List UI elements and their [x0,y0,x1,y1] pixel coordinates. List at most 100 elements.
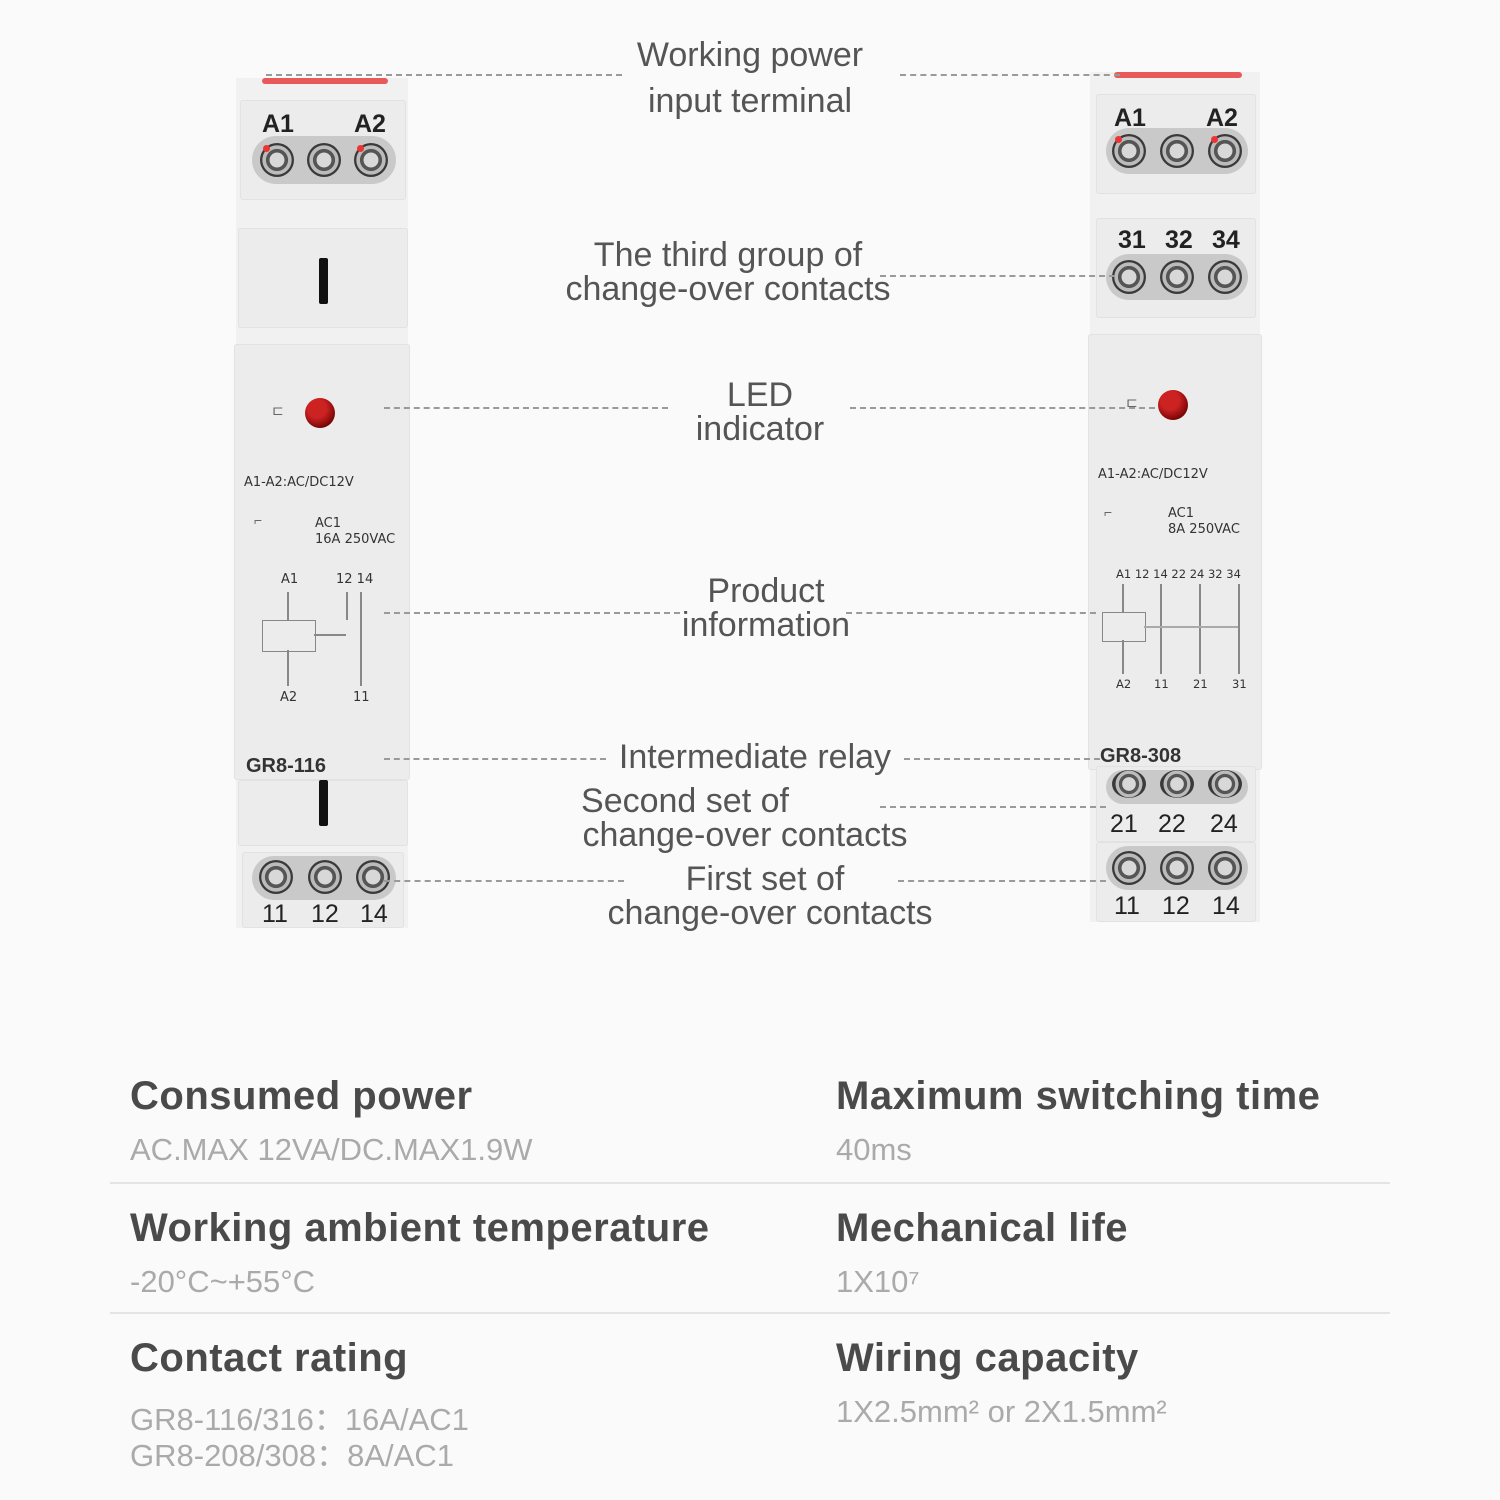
spec-rating-value-1: GR8-116/316：16A/AC1 [130,1402,469,1437]
right-rating-1: AC1 [1168,506,1195,521]
spec-temp-value: -20°C~+55°C [130,1264,316,1299]
spec-rating-title: Contact rating [130,1336,409,1380]
right-power-cap [1114,72,1242,78]
dash-led-right [850,407,1155,409]
left-rating-1: AC1 [315,516,342,531]
left-label-12: 12 [311,900,339,928]
spec-wiring-title: Wiring capacity [836,1336,1139,1380]
left-diag-11: 11 [353,690,370,705]
spec-consumed-title: Consumed power [130,1074,473,1118]
right-diag-a2: A2 [1116,677,1132,691]
left-model: GR8-116 [246,755,327,777]
left-wire-3 [346,592,348,620]
left-wire-5 [314,634,346,636]
spec-switching-title: Maximum switching time [836,1074,1321,1118]
right-screw-11[interactable] [1112,851,1146,885]
left-diag-1214: 12 14 [336,572,374,587]
right-screw-21[interactable] [1112,770,1146,798]
callout-info-line2: information [681,606,851,644]
right-screw-a1[interactable] [1112,134,1146,168]
divider-2 [110,1312,1390,1314]
right-label-11: 11 [1114,892,1140,920]
right-diag-top: A1 12 14 22 24 32 34 [1116,567,1241,581]
left-screw-a2[interactable] [354,143,388,177]
right-contact-symbol: ⌐ [1104,504,1113,520]
left-screw-14[interactable] [356,860,390,894]
right-diag-31: 31 [1232,677,1247,691]
right-voltage: A1-A2:AC/DC12V [1098,467,1208,482]
left-upper-slot [319,258,328,304]
left-wire-2 [287,650,289,686]
right-diag-21: 21 [1193,677,1208,691]
left-lower-slot [319,780,328,826]
dash-second [880,806,1106,808]
right-screw-mid[interactable] [1160,134,1194,168]
dash-first-left [384,880,624,882]
callout-first-line2: change-over contacts [607,894,933,932]
right-wire-2 [1122,640,1124,674]
left-contact-symbol: ⌐ [254,512,263,528]
spec-life-title: Mechanical life [836,1206,1129,1250]
right-screw-22[interactable] [1160,770,1194,798]
callout-second-line2: change-over contacts [582,816,908,854]
left-diag-a1: A1 [281,572,299,587]
left-voltage: A1-A2:AC/DC12V [244,475,354,490]
right-screw-34[interactable] [1208,260,1242,294]
left-coil-symbol: ⊏ [272,402,284,418]
left-led-indicator [305,398,335,428]
dash-third [880,275,1115,277]
right-wire-4 [1199,584,1201,674]
dash-relay-right [904,758,1100,760]
right-label-24: 24 [1210,810,1238,838]
spec-switching-value: 40ms [836,1132,912,1167]
right-screw-24[interactable] [1208,770,1242,798]
left-label-a2: A2 [354,110,386,138]
right-label-a1: A1 [1114,104,1146,132]
right-wire-6 [1144,626,1238,628]
right-screw-12[interactable] [1160,851,1194,885]
callout-relay: Intermediate relay [618,738,892,776]
dash-info-right [846,612,1096,614]
left-screw-mid[interactable] [307,143,341,177]
right-diag-11: 11 [1154,677,1169,691]
red-marker-icon [1115,136,1122,143]
right-wire-3 [1160,584,1162,674]
callout-first-line1: First set of [685,860,845,898]
left-diag-a2: A2 [280,690,298,705]
callout-led-line1: LED [726,376,794,414]
right-label-32: 32 [1165,226,1193,254]
left-label-14: 14 [360,900,388,928]
left-screw-a1[interactable] [260,143,294,177]
left-wire-6 [360,656,362,686]
right-label-a2: A2 [1206,104,1238,132]
right-label-21: 21 [1110,810,1138,838]
right-label-31: 31 [1118,226,1146,254]
callout-info-line1: Product [707,572,825,610]
right-rating-2: 8A 250VAC [1168,522,1240,537]
divider-1 [110,1182,1390,1184]
dash-relay-left [384,758,606,760]
right-model: GR8-308 [1100,745,1182,767]
right-label-14: 14 [1212,892,1240,920]
left-label-a1: A1 [262,110,294,138]
spec-life-value: 1X10⁷ [836,1264,920,1299]
right-screw-a2[interactable] [1208,134,1242,168]
red-marker-icon [1211,136,1218,143]
right-screw-32[interactable] [1160,260,1194,294]
spec-temp-title: Working ambient temperature [130,1206,710,1250]
left-screw-12[interactable] [308,860,342,894]
right-led-indicator [1158,390,1188,420]
dash-power-left [266,74,622,76]
left-wire-4 [360,592,362,656]
dash-first-right [898,880,1106,882]
callout-power-line1: Working power [636,36,864,74]
callout-led-line2: indicator [695,410,825,448]
right-screw-31[interactable] [1112,260,1146,294]
red-marker-icon [357,145,364,152]
spec-rating-value-2: GR8-208/308：8A/AC1 [130,1438,454,1473]
callout-power-line2: input terminal [647,82,853,120]
left-coil-box [262,620,316,652]
left-screw-11[interactable] [259,860,293,894]
spec-wiring-value: 1X2.5mm² or 2X1.5mm² [836,1394,1167,1429]
right-screw-14[interactable] [1208,851,1242,885]
